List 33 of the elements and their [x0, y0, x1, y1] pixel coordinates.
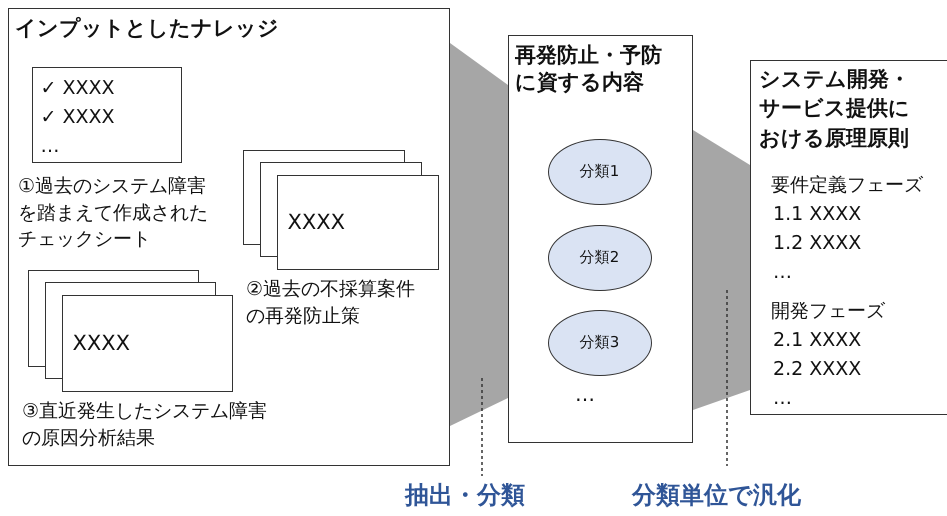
- list-item: 2.2 XXXX: [773, 357, 862, 382]
- funnel-connector: [450, 43, 508, 426]
- document-stack: [242, 150, 438, 270]
- panel-title: システム開発・サービス提供における原理原則: [759, 66, 911, 152]
- document-stack: [28, 270, 232, 392]
- panel-box: [508, 35, 693, 443]
- list-item: ✓ XXXX: [40, 104, 115, 130]
- caption-text: ②過去の不採算案件の再発防止策: [246, 277, 416, 329]
- phase-heading: 開発フェーズ: [771, 299, 885, 324]
- phase-heading: 要件定義フェーズ: [771, 173, 923, 198]
- list-item: 2.1 XXXX: [773, 328, 862, 353]
- document-text: XXXX: [72, 330, 130, 357]
- list-item: ✓ XXXX: [40, 76, 115, 100]
- process-label: 抽出・分類: [405, 480, 525, 511]
- document-text: XXXX: [288, 209, 346, 236]
- caption-text: ③直近発生したシステム障害の原因分析結果: [22, 399, 268, 451]
- ellipsis-text: …: [575, 381, 595, 407]
- panel-title: 再発防止・予防に資する内容: [515, 42, 663, 96]
- category-ellipse: 分類1: [548, 138, 652, 204]
- list-item: 1.2 XXXX: [773, 231, 862, 256]
- caption-text: ①過去のシステム障害を踏まえて作成されたチェックシート: [18, 174, 209, 252]
- category-ellipse: 分類3: [548, 310, 652, 376]
- list-item: …: [40, 134, 60, 158]
- funnel-connector: [693, 130, 750, 410]
- panel-title: インプットとしたナレッジ: [15, 15, 279, 42]
- panel-box: [750, 60, 947, 415]
- panel-box: [8, 8, 450, 466]
- list-item: …: [773, 260, 792, 285]
- list-item: …: [773, 386, 792, 411]
- category-ellipse: 分類2: [548, 224, 652, 290]
- checklist-box: [32, 66, 182, 162]
- process-label: 分類単位で汎化: [632, 480, 801, 511]
- list-item: 1.1 XXXX: [773, 202, 862, 227]
